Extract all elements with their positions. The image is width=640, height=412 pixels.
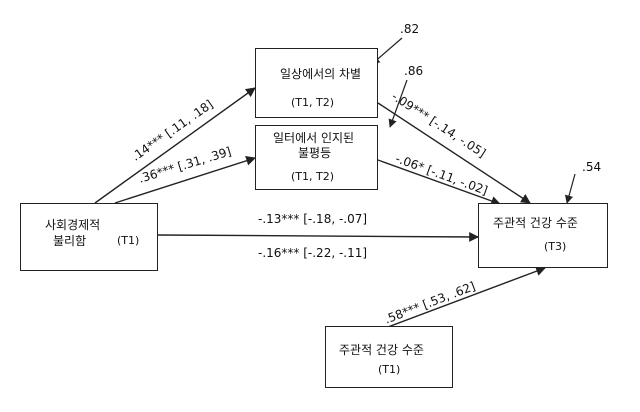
path-label-direct-effect: -.13*** [-.18, -.07]: [258, 212, 368, 226]
arrow-health-t1-to-t3: [379, 266, 546, 331]
node-work-inequality-label-line2: 불평등: [298, 146, 332, 160]
path-label-total-effect: -.16*** [-.22, -.11]: [258, 246, 368, 260]
residual-arrow-health-t3: [564, 173, 576, 204]
node-ses-disadvantage-label-line2: 불리함: [53, 234, 87, 248]
arrow-work-inequality-to-health: [377, 159, 501, 206]
arrow-ses-to-health-direct: [157, 232, 479, 242]
node-daily-discrimination-label: 일상에서의 차별: [280, 67, 362, 81]
node-ses-disadvantage-time: (T1): [117, 234, 140, 247]
node-health-t3-label: 주관적 건강 수준: [493, 216, 578, 230]
node-daily-discrimination-time: (T1, T2): [291, 96, 335, 109]
arrow-daily-discrimination-to-health: [377, 102, 531, 204]
node-health-t1-label: 주관적 건강 수준: [339, 343, 424, 357]
node-health-t3: 주관적 건강 수준 (T3): [478, 203, 608, 268]
r-squared-work-inequality: .86: [404, 64, 424, 78]
residual-arrow-work-inequality: [388, 79, 408, 128]
node-health-t1-time: (T1): [378, 363, 401, 376]
r-squared-daily-discrimination: .82: [400, 22, 420, 36]
node-health-t1: 주관적 건강 수준 (T1): [325, 326, 453, 388]
node-work-inequality-label-line1: 일터에서 인지된: [273, 131, 355, 145]
node-health-t3-time: (T3): [544, 240, 567, 253]
node-work-inequality: 일터에서 인지된 불평등 (T1, T2): [255, 125, 378, 190]
node-daily-discrimination: 일상에서의 차별 (T1, T2): [255, 48, 378, 118]
arrow-ses-to-daily-discrimination: [94, 87, 256, 204]
arrow-ses-to-work-inequality: [114, 156, 256, 204]
node-work-inequality-time: (T1, T2): [291, 170, 335, 183]
r-squared-health-t3: .54: [582, 160, 602, 174]
node-ses-disadvantage-label-line1: 사회경제적: [45, 218, 101, 232]
node-ses-disadvantage: 사회경제적 불리함 (T1): [20, 203, 158, 271]
